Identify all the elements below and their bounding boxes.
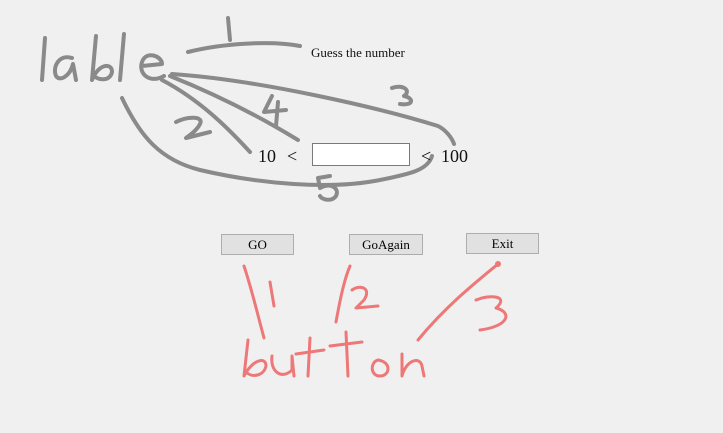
annot-line-5 xyxy=(120,96,434,187)
less-than-right-label: < xyxy=(421,146,432,166)
annot-line-3 xyxy=(170,72,456,146)
annot-red-letter-o xyxy=(370,358,390,378)
title-label: Guess the number xyxy=(311,45,405,60)
annot-red-letter-n xyxy=(400,352,426,378)
annot-red-num-1 xyxy=(268,280,276,308)
annot-letter-e xyxy=(139,53,166,81)
annot-num-5 xyxy=(316,174,339,202)
annot-red-line-2 xyxy=(334,264,352,324)
annot-line-2 xyxy=(160,78,252,154)
annot-num-4 xyxy=(262,94,288,128)
low-bound-label: 10 xyxy=(258,146,276,166)
less-than-left-label: < xyxy=(287,146,298,166)
annot-red-letter-t2 xyxy=(328,330,364,378)
annot-num-2 xyxy=(174,115,212,140)
annot-red-letter-t1 xyxy=(294,336,326,378)
annot-red-letter-u xyxy=(270,354,296,378)
annot-line-4 xyxy=(168,74,300,142)
guess-input[interactable] xyxy=(312,143,410,166)
go-again-button[interactable]: GoAgain xyxy=(349,234,423,255)
annot-red-line-1 xyxy=(242,264,266,340)
go-button[interactable]: GO xyxy=(221,234,294,255)
annot-line-1 xyxy=(186,41,302,54)
annot-num-1 xyxy=(226,16,232,42)
annot-red-letter-b xyxy=(242,338,268,378)
high-bound-label: 100 xyxy=(441,146,468,166)
annot-letter-b xyxy=(90,34,114,82)
annot-num-3 xyxy=(390,84,413,107)
annot-letter-a xyxy=(53,55,78,82)
annot-red-num-3 xyxy=(474,295,508,332)
annot-letter-l2 xyxy=(118,32,126,82)
exit-button[interactable]: Exit xyxy=(466,233,539,254)
annot-red-num-2 xyxy=(350,285,380,310)
annot-red-line-3 xyxy=(416,262,500,342)
annot-letter-l1 xyxy=(40,36,47,82)
